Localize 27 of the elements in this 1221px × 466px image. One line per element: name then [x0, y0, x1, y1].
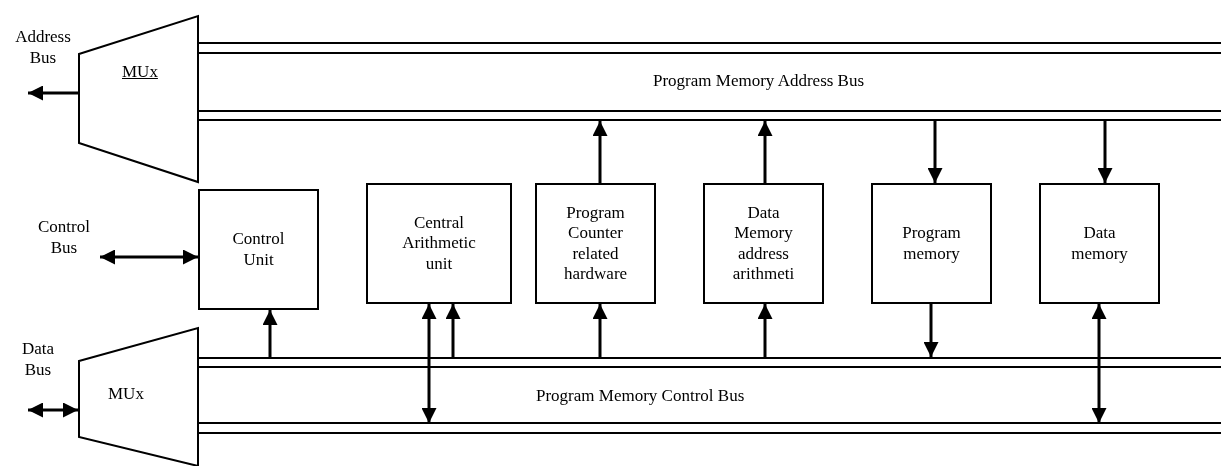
bus-label: Program Memory Control Bus	[536, 386, 745, 406]
arrow	[1091, 304, 1107, 423]
process-box: Data Memory address arithmeti	[703, 183, 824, 304]
process-box: Central Arithmetic unit	[366, 183, 512, 304]
multiplexer-label: MUx	[122, 62, 158, 82]
arrow	[592, 304, 608, 357]
process-box: Program Counter related hardware	[535, 183, 656, 304]
process-box: Data memory	[1039, 183, 1160, 304]
arrow	[927, 121, 943, 183]
bus-label: Control Bus	[28, 216, 100, 262]
arrow	[592, 121, 608, 183]
bus-label: Address Bus	[14, 26, 72, 69]
arrow	[262, 310, 278, 357]
bus-label: Program Memory Address Bus	[653, 71, 865, 91]
arrow	[421, 304, 437, 423]
arrow	[757, 121, 773, 183]
arrow	[100, 249, 198, 265]
multiplexer-label: MUx	[108, 384, 144, 404]
arrow	[445, 304, 461, 357]
arrow	[28, 85, 78, 101]
process-box: Control Unit	[198, 189, 319, 310]
process-box: Program memory	[871, 183, 992, 304]
arrow	[757, 304, 773, 357]
bus-label: Data Bus	[20, 338, 56, 381]
arrow	[28, 402, 78, 418]
arrow	[1097, 121, 1113, 183]
arrow	[923, 304, 939, 357]
